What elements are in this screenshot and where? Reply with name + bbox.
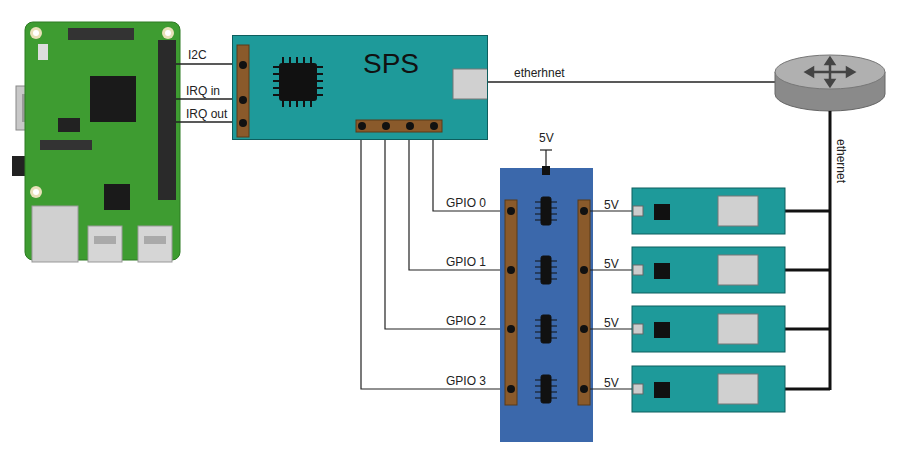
router-icon — [775, 55, 885, 111]
signal-name: I2C — [188, 48, 207, 62]
signal-name: IRQ in — [186, 84, 220, 98]
raspberry-pi — [12, 22, 180, 262]
power-label: 5V — [604, 257, 619, 271]
board-parts — [233, 36, 487, 139]
power-label: 5V — [604, 198, 619, 212]
pin-name: GPIO 2 — [446, 314, 486, 328]
ethernet-cable — [488, 81, 778, 83]
power-label: 5V — [604, 316, 619, 330]
gpio-wires — [361, 126, 511, 389]
pin-name: GPIO 3 — [446, 374, 486, 388]
controller-board: SPS — [232, 35, 488, 140]
client-boards — [632, 188, 785, 412]
power-label: 5V — [604, 376, 619, 390]
power-wires — [590, 211, 636, 389]
pin-name: GPIO 1 — [446, 255, 486, 269]
cable-label: etherhnet — [514, 66, 565, 80]
pin-name: GPIO 0 — [446, 196, 486, 210]
power-label: 5V — [539, 131, 554, 145]
board-title: SPS — [363, 48, 419, 80]
relay-board — [500, 150, 593, 442]
cable-label: ethernet — [834, 138, 848, 184]
signal-name: IRQ out — [186, 107, 227, 121]
